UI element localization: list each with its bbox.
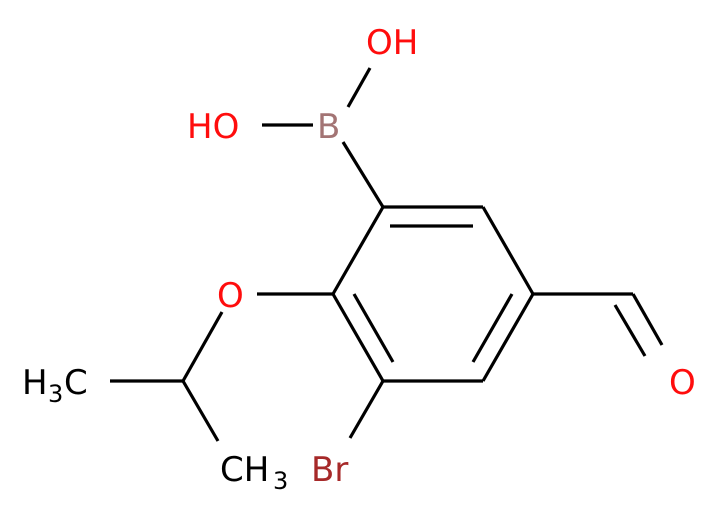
atom-boron: B [317, 107, 340, 147]
ring-bond-c5-c6 [331, 293, 385, 382]
bond-boron-oh-top [346, 67, 372, 108]
bond-aldehyde-co-1 [631, 293, 664, 346]
atom-aldehyde-oxygen: O [669, 363, 696, 403]
atom-ether-oxygen: O [217, 276, 244, 316]
bond-ring-bromine [348, 380, 385, 439]
ring-bond-c3-c4 [481, 293, 535, 382]
atom-methyl-left-c: C [64, 363, 88, 403]
bond-oxygen-isopropyl [181, 311, 224, 382]
ring-bond-c6-c1 [331, 206, 385, 295]
atom-oh-top: OH [366, 23, 418, 63]
ring-inner-double-right [471, 293, 514, 363]
atom-methyl-left-subscript: 3 [48, 380, 63, 408]
bond-isopropyl-methyl-bottom [181, 380, 220, 442]
atom-labels: OH HO B O O Br H 3 C CH 3 [22, 23, 696, 495]
ring-bond-c2-c3 [481, 206, 535, 295]
atom-oh-left: HO [187, 107, 239, 147]
bond-ring-boron [341, 141, 385, 208]
atom-methyl-bottom-ch: CH [220, 450, 269, 490]
atom-bromine: Br [311, 450, 348, 490]
bonds [110, 67, 664, 442]
ring-inner-double-left [352, 293, 395, 363]
atom-methyl-bottom-subscript: 3 [273, 467, 288, 495]
bond-aldehyde-co-2 [613, 304, 647, 357]
atom-methyl-left-h: H [22, 363, 48, 403]
